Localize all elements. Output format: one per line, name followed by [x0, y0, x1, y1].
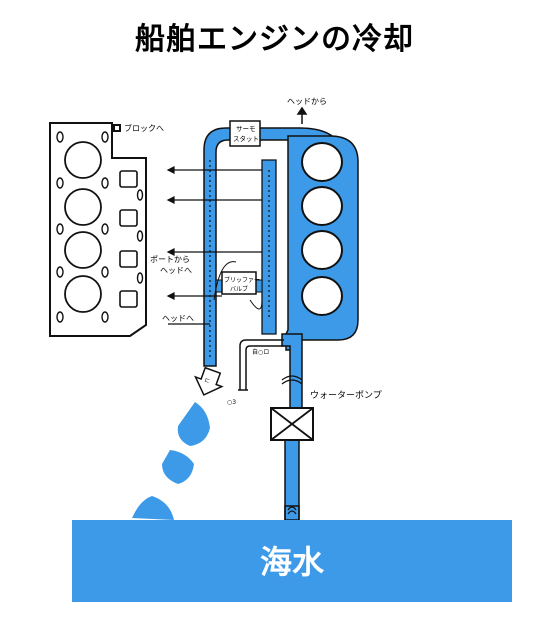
label-bypass-valve-line2: バルブ [230, 285, 248, 293]
label-small-1: 自○ロ [252, 348, 269, 356]
bypass-valve [213, 261, 263, 310]
label-from-port-line1: ポートから [150, 255, 190, 264]
engine-cylinders [301, 142, 343, 316]
sea [72, 505, 512, 602]
label-sea-water: 海水 [260, 543, 325, 581]
water-splash [132, 402, 210, 520]
label-from-port-line2: ヘッドへ [160, 266, 192, 275]
label-water-pump: ウォーターポンプ [310, 390, 382, 401]
label-from-head: ヘッドから [287, 97, 327, 106]
pipe-hatches [281, 375, 303, 515]
label-to-block: ブロックへ [124, 123, 164, 133]
label-bypass-valve-line1: ブリッファー [224, 276, 260, 284]
thermostat [229, 120, 261, 147]
discharge-arrow: ㄷ [194, 366, 224, 396]
label-thermostat-line1: サーモ [236, 125, 256, 133]
coolant-passage [203, 127, 359, 521]
page-title: 船舶エンジンの冷却 [135, 22, 414, 57]
label-thermostat-line2: スタット [233, 134, 259, 143]
svg-text:ㄷ: ㄷ [203, 376, 212, 386]
leader-lines [166, 166, 262, 325]
label-small-2: ○3 [227, 399, 236, 406]
water-pump [270, 407, 314, 441]
jacket-detail [209, 160, 270, 360]
drain-pipe [238, 339, 284, 391]
label-to-head: ヘッドへ [162, 314, 194, 323]
head-gasket [49, 122, 147, 337]
arrow-from-head [296, 106, 308, 124]
